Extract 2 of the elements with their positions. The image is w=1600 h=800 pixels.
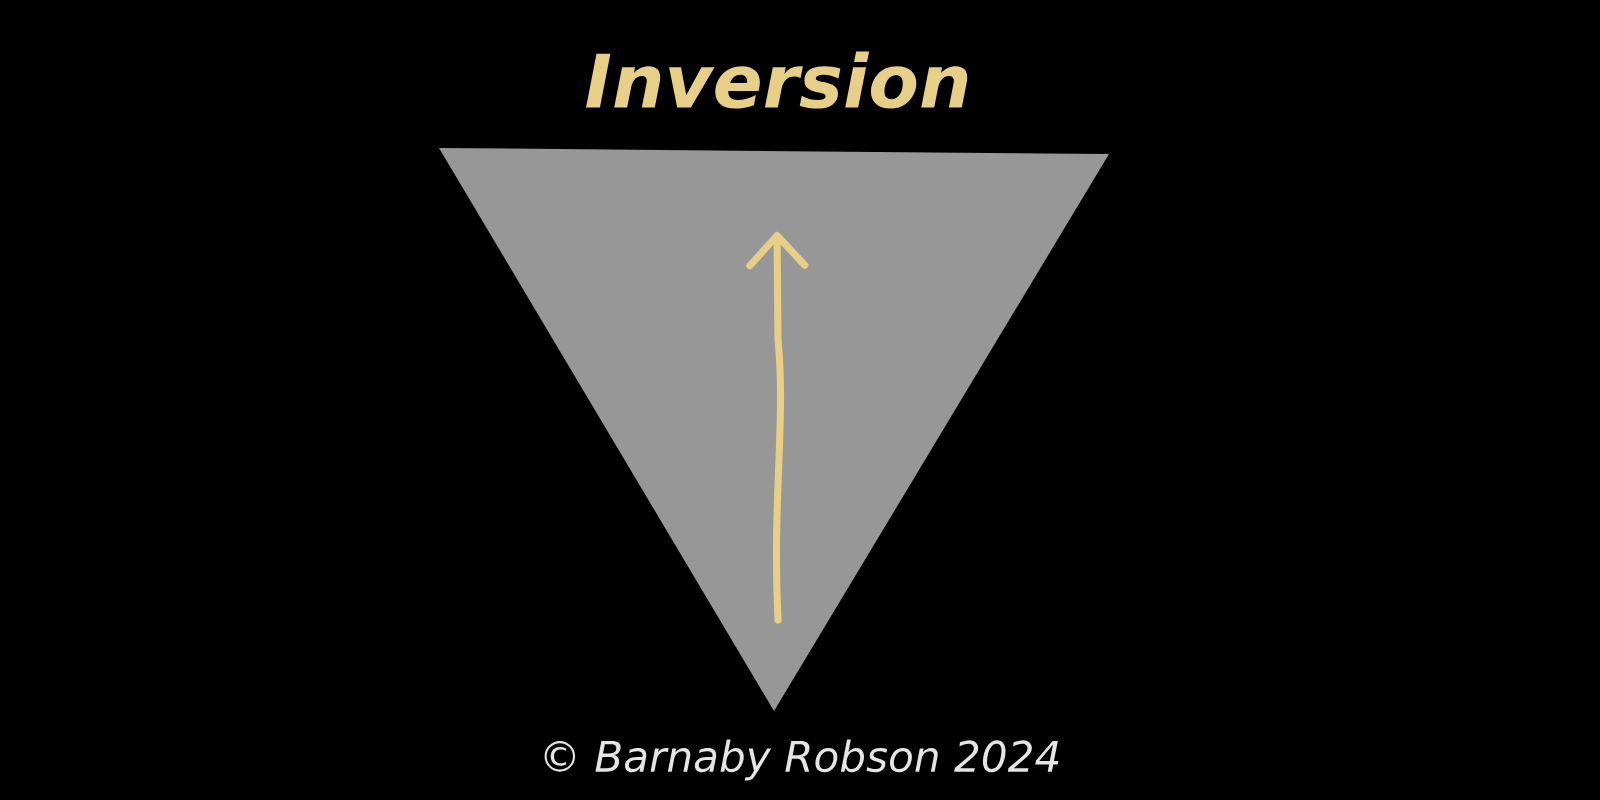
title: Inversion [586, 51, 968, 109]
triangle [439, 148, 1110, 711]
